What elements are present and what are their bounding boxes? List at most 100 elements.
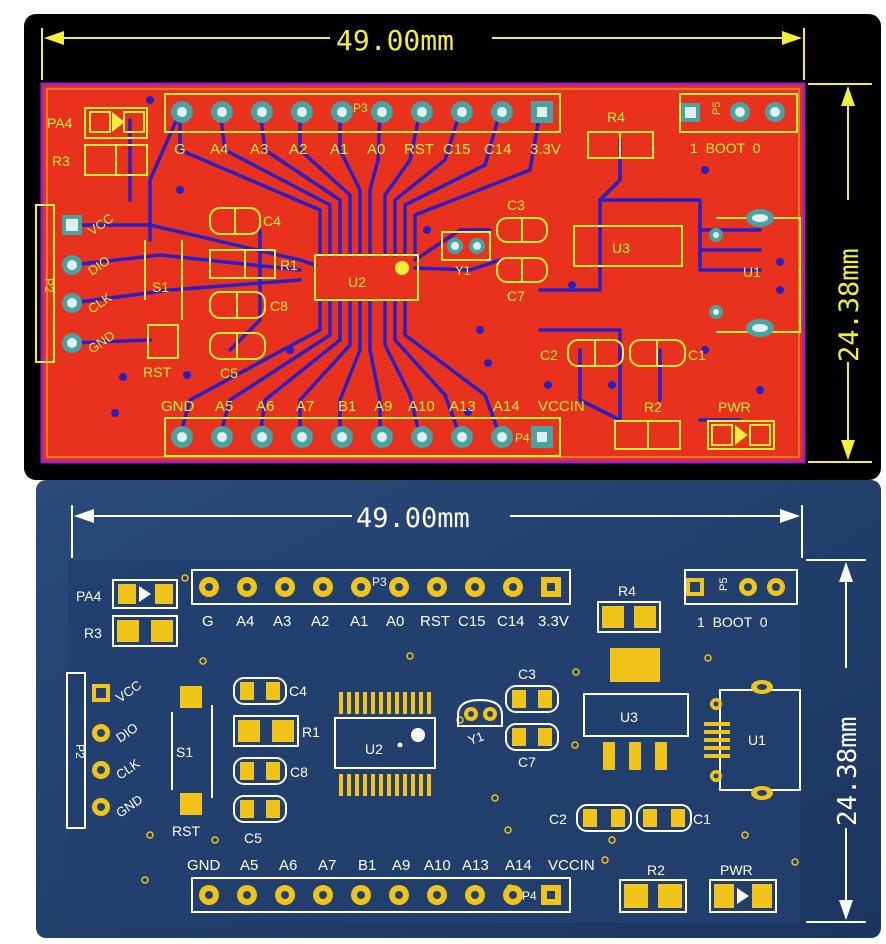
top-p4-pad-hole bbox=[417, 432, 427, 442]
bottom-u2-pins bbox=[339, 692, 431, 796]
top-pwr-led bbox=[707, 420, 775, 450]
bottom-p4-pin-label: A6 bbox=[279, 857, 297, 874]
bottom-label-r3: R3 bbox=[84, 625, 102, 641]
bottom-pa4-led bbox=[112, 579, 178, 609]
top-header-p4-pads bbox=[171, 426, 553, 448]
bottom-label-pwr: PWR bbox=[720, 862, 753, 878]
bottom-c3-c7 bbox=[505, 685, 559, 751]
bottom-c2-c1 bbox=[576, 804, 692, 832]
top-label-p4: P4 bbox=[515, 431, 530, 445]
top-p3-pad-hole bbox=[417, 107, 427, 117]
top-p4-pin-label: A6 bbox=[256, 398, 274, 415]
bottom-label-r4: R4 bbox=[618, 583, 636, 599]
top-y1-crystal bbox=[441, 231, 491, 261]
bottom-p4-pad-hole bbox=[547, 891, 555, 899]
top-width-dimension bbox=[41, 28, 805, 80]
top-label-c8: C8 bbox=[270, 298, 288, 314]
bottom-height-label: 24.38mm bbox=[833, 716, 863, 826]
top-p4-pad-hole bbox=[377, 432, 387, 442]
bottom-u2-pin bbox=[339, 774, 343, 796]
top-p3-pin-label: C15 bbox=[443, 141, 471, 158]
top-passives-left bbox=[209, 207, 276, 360]
bottom-p3-pin-label: A3 bbox=[273, 613, 291, 630]
top-p3-pad-hole bbox=[497, 107, 507, 117]
top-label-c1: C1 bbox=[688, 347, 706, 363]
top-swd-pads bbox=[62, 215, 82, 353]
bottom-p4-pad-hole bbox=[357, 891, 365, 899]
top-label-r3: R3 bbox=[52, 153, 70, 169]
top-label-u3: U3 bbox=[612, 240, 630, 256]
top-p3-pin-label: C14 bbox=[484, 141, 512, 158]
top-label-p2: P2 bbox=[42, 278, 56, 293]
bottom-header-p4-pads bbox=[199, 885, 561, 905]
bottom-u2-pin bbox=[419, 692, 423, 714]
top-label-boot: 1 BOOT 0 bbox=[690, 140, 761, 156]
bottom-p3-pad-hole bbox=[357, 583, 365, 591]
bottom-label-boot: 1 BOOT 0 bbox=[697, 614, 768, 630]
top-c3-c7 bbox=[496, 217, 548, 283]
bottom-label-c5: C5 bbox=[244, 830, 262, 846]
top-board bbox=[42, 84, 804, 462]
top-label-y1: Y1 bbox=[455, 263, 471, 278]
bottom-u2-pin bbox=[363, 774, 367, 796]
bottom-u2-pin bbox=[355, 774, 359, 796]
bottom-p3-pin-label: C14 bbox=[497, 613, 525, 630]
bottom-p4-pin-label: B1 bbox=[358, 857, 376, 874]
bottom-height-dimension bbox=[806, 559, 866, 923]
bottom-u2-pin bbox=[411, 692, 415, 714]
bottom-p3-pad-hole bbox=[433, 583, 441, 591]
bottom-header-p2-outline bbox=[66, 672, 86, 829]
top-u1-usb bbox=[709, 209, 801, 337]
bottom-u2-pin bbox=[395, 774, 399, 796]
bottom-label-c8: C8 bbox=[290, 764, 308, 780]
bottom-p4-pad-hole bbox=[205, 891, 213, 899]
top-pa4-led bbox=[84, 107, 148, 139]
top-label-c7: C7 bbox=[507, 288, 525, 304]
bottom-u2-ic bbox=[334, 717, 436, 769]
bottom-p4-pin-label: A10 bbox=[424, 857, 451, 874]
bottom-label-rst: RST bbox=[172, 823, 200, 839]
bottom-p3-pad-hole bbox=[547, 583, 555, 591]
bottom-p4-pin-label: A7 bbox=[318, 857, 336, 874]
bottom-p3-pin-label: 3.3V bbox=[538, 613, 569, 630]
bottom-p3-pad-hole bbox=[205, 583, 213, 591]
bottom-label-c3: C3 bbox=[518, 666, 536, 682]
top-p3-pad-hole bbox=[377, 107, 387, 117]
bottom-label-pa4: PA4 bbox=[76, 588, 102, 604]
bottom-p4-pin-label: VCCIN bbox=[548, 857, 595, 874]
bottom-u2-pin bbox=[355, 692, 359, 714]
top-label-pwr: PWR bbox=[718, 399, 751, 415]
bottom-u2-pin bbox=[395, 692, 399, 714]
bottom-p4-pad-hole bbox=[433, 891, 441, 899]
bottom-u2-pin bbox=[371, 774, 375, 796]
bottom-u2-pin bbox=[339, 692, 343, 714]
top-p4-pad-hole bbox=[497, 432, 507, 442]
bottom-u2-pin bbox=[427, 774, 431, 796]
top-p3-pad-hole bbox=[457, 107, 467, 117]
top-p3-pad-hole bbox=[537, 107, 547, 117]
bottom-u2-pin bbox=[347, 692, 351, 714]
top-header-p3-outline bbox=[164, 93, 561, 133]
bottom-label-p2: P2 bbox=[73, 744, 87, 759]
top-header-p4-outline bbox=[164, 417, 561, 457]
bottom-p4-pad-hole bbox=[319, 891, 327, 899]
top-u2-pin1-dot bbox=[395, 261, 409, 275]
top-p4-pad-hole bbox=[337, 432, 347, 442]
bottom-u2-pin bbox=[411, 774, 415, 796]
top-p4-pin-label: A9 bbox=[374, 398, 392, 415]
bottom-u2-pin bbox=[347, 774, 351, 796]
top-u3-regulator bbox=[573, 225, 683, 267]
top-p4-pin-label: A5 bbox=[215, 398, 233, 415]
bottom-label-p5: P5 bbox=[718, 578, 730, 591]
bottom-p3-pin-label: G bbox=[202, 613, 214, 630]
bottom-u2-pin1-dot bbox=[411, 728, 425, 742]
top-p3-pin-label: A0 bbox=[367, 141, 385, 158]
top-label-r4: R4 bbox=[607, 109, 625, 125]
bottom-label-c2: C2 bbox=[549, 811, 567, 827]
